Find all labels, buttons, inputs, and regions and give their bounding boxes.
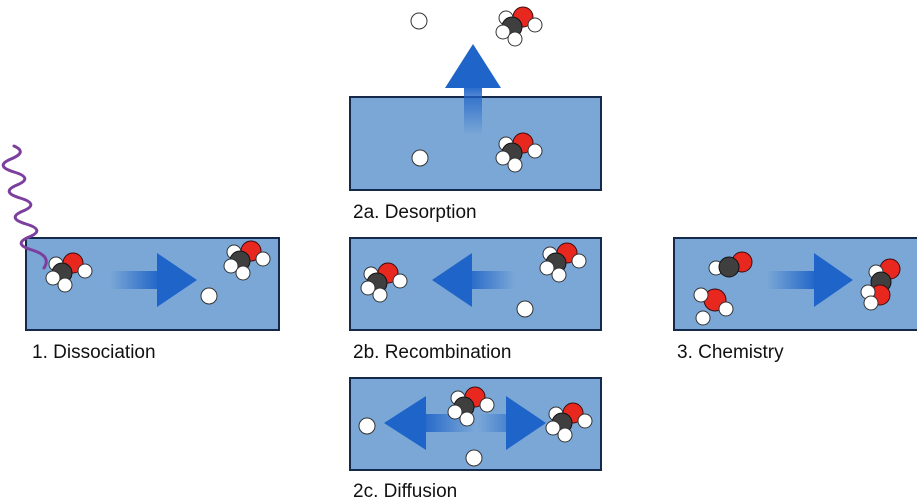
photon-wavy-line <box>1 144 48 270</box>
label-dissociation: 1. Dissociation <box>32 342 156 363</box>
hydrogen-atom-desorbed <box>410 12 428 30</box>
chemistry-panel <box>673 237 917 331</box>
hydrogen-atom <box>411 149 429 167</box>
hydrogen-atom <box>200 287 218 305</box>
recombination-arrow <box>465 271 515 289</box>
label-recombination: 2b. Recombination <box>353 342 512 363</box>
dissociation-panel <box>1 144 280 331</box>
desorption-up-arrow <box>445 44 501 135</box>
diffusion-panel <box>349 377 602 471</box>
hydrogen-atom <box>465 449 483 467</box>
recombination-panel <box>349 237 602 331</box>
dissociation-arrow <box>110 271 160 289</box>
methanol-molecule-desorbed <box>495 6 543 47</box>
label-chemistry: 3. Chemistry <box>677 342 784 363</box>
hydrogen-atom <box>516 300 534 318</box>
chemistry-arrow <box>767 271 817 289</box>
desorption-panel <box>349 6 602 191</box>
hydrogen-atom <box>358 417 376 435</box>
label-diffusion: 2c. Diffusion <box>353 481 458 502</box>
label-desorption: 2a. Desorption <box>353 202 477 223</box>
